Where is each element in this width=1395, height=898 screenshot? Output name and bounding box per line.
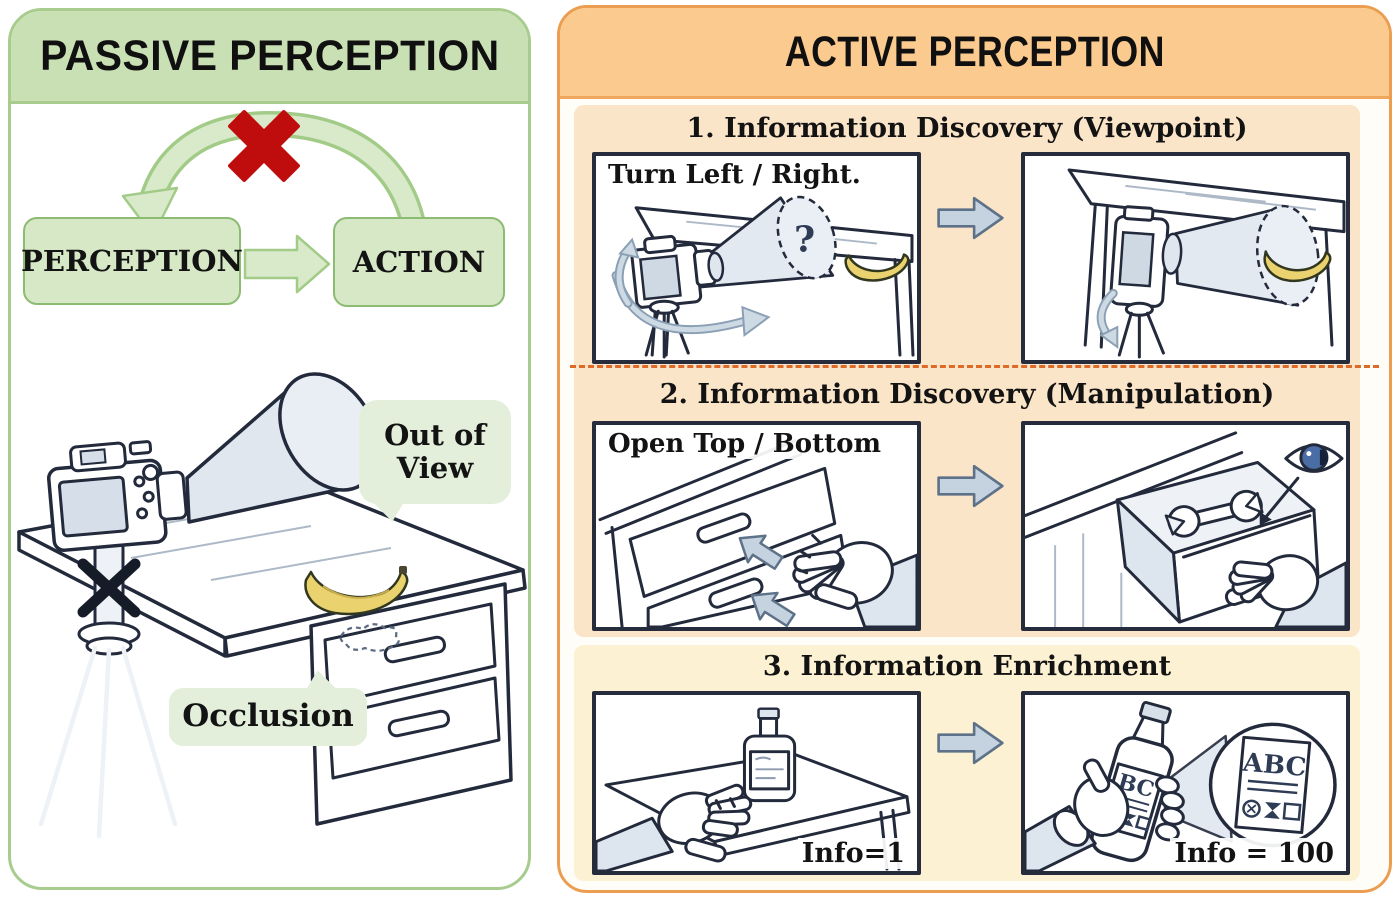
section-2-row: Open Top / Bottom — [592, 421, 1350, 631]
viewpoint-before-frame: ? — [592, 152, 921, 364]
sketch-hand-reaching-bottle — [596, 707, 911, 871]
feedback-arrowhead — [121, 186, 179, 238]
enrichment-after-frame: ABC — [1021, 691, 1350, 875]
enrichment-before-frame: Info=1 — [592, 691, 921, 875]
label-scribble — [755, 756, 784, 780]
push-arrow-icon — [750, 591, 796, 627]
camera-icon — [630, 234, 725, 309]
next-step-arrow-icon — [937, 721, 1004, 765]
robot-hand-icon — [596, 783, 753, 871]
thumb — [814, 583, 859, 610]
perception-action-cycle — [121, 110, 428, 294]
passive-perception-panel: PASSIVE PERCEPTION PERCEPTION ACTION — [8, 8, 531, 890]
camera-lens — [155, 470, 188, 521]
passive-scene-illustration — [17, 372, 527, 839]
sketch-open-drawer-wrench — [1025, 431, 1346, 627]
cabinet-icon — [598, 439, 851, 627]
thumb — [1082, 758, 1111, 793]
camera-icon — [1109, 205, 1183, 308]
occlusion-callout: Occlusion — [169, 670, 367, 746]
passive-perception-body: PERCEPTION ACTION — [11, 104, 528, 887]
sketch-camera-searching: ? — [611, 195, 915, 359]
next-step-arrow-icon — [937, 464, 1004, 508]
forward-arrow-icon — [243, 234, 331, 294]
view-cone — [1174, 204, 1320, 307]
cabinet-icon — [1025, 431, 1244, 627]
robot-hand-icon — [1025, 758, 1185, 871]
active-perception-header: ACTIVE PERCEPTION — [560, 8, 1389, 99]
section-1-row: ? — [592, 152, 1350, 364]
magnified-text: ABC — [1241, 748, 1308, 783]
passive-perception-title: PASSIVE PERCEPTION — [39, 31, 500, 80]
info-caption: Info = 100 — [1170, 838, 1338, 869]
out-of-view-line2: View — [396, 451, 474, 485]
push-arrow-icon — [738, 534, 784, 570]
section-3-row: Info=1 ABC — [592, 691, 1350, 875]
wrench-icon — [1164, 489, 1264, 538]
manipulation-after-frame — [1021, 421, 1350, 631]
active-perception-title: ACTIVE PERCEPTION — [784, 27, 1165, 76]
sketch-camera-found-banana — [1067, 168, 1346, 359]
sketch-bottle-closeup: ABC — [1025, 701, 1337, 871]
occlusion-label: Occlusion — [182, 698, 354, 735]
turn-arrow-icon — [611, 237, 771, 338]
sketch-hand-at-drawers — [598, 439, 917, 627]
camera-icon — [46, 440, 188, 552]
tripod-icon — [38, 542, 178, 839]
banana-stem — [399, 566, 407, 574]
section-3-title: 3. Information Enrichment — [762, 651, 1172, 682]
tripod-icon — [1117, 301, 1165, 359]
viewpoint-after-frame — [1021, 152, 1350, 364]
manipulation-before-frame: Open Top / Bottom — [592, 421, 921, 631]
bottle-icon — [742, 707, 797, 803]
magnified-label-card: ABC — [1234, 735, 1312, 835]
viewpoint-action-label: Turn Left / Right. — [604, 160, 865, 190]
drawer-handle — [708, 577, 764, 609]
legs — [38, 645, 178, 839]
robot-hand-icon — [792, 533, 917, 627]
magnifier-icon: ABC — [1162, 722, 1337, 848]
question-mark: ? — [794, 219, 815, 261]
perception-box: PERCEPTION — [21, 217, 243, 305]
section-1-title: 1. Information Discovery (Viewpoint) — [686, 113, 1248, 144]
active-perception-panel: ACTIVE PERCEPTION 1. Information Discove… — [557, 5, 1392, 893]
manipulation-action-label: Open Top / Bottom — [604, 429, 885, 459]
section-2-title: 2. Information Discovery (Manipulation) — [659, 379, 1275, 410]
banana-icon — [1263, 250, 1332, 282]
action-box: ACTION — [333, 217, 505, 307]
drawer-handle — [696, 512, 752, 544]
red-x-icon — [228, 110, 300, 182]
robot-hand-icon — [1224, 554, 1346, 627]
section-divider — [570, 365, 1379, 368]
next-step-arrow-icon — [937, 196, 1004, 240]
banana-icon — [304, 566, 409, 616]
hidden-wrench-outline-icon — [339, 623, 400, 652]
discovery-sections-box: 1. Information Discovery (Viewpoint) — [574, 105, 1360, 637]
drawer-handle — [387, 709, 450, 738]
drawer-handle — [383, 635, 446, 664]
enrichment-section-box: 3. Information Enrichment — [574, 645, 1360, 881]
info-caption: Info=1 — [797, 838, 909, 869]
gaze-arrow-icon — [1259, 476, 1300, 526]
passive-perception-header: PASSIVE PERCEPTION — [11, 11, 528, 104]
out-of-view-line1: Out of — [384, 417, 486, 452]
thumb — [684, 837, 727, 863]
camera-fixed-x-icon — [77, 558, 141, 618]
out-of-view-callout: Out of View — [359, 400, 511, 522]
eye-icon — [1284, 443, 1344, 473]
banana-icon — [844, 253, 910, 282]
turn-arrow-icon — [1096, 288, 1119, 350]
active-perception-body: 1. Information Discovery (Viewpoint) — [560, 99, 1389, 890]
